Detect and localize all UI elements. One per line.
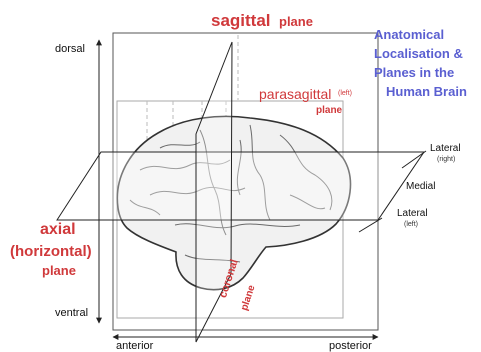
lateral-left-label: Lateral xyxy=(397,209,428,219)
lateral-left-sublabel: (left) xyxy=(404,221,418,228)
parasagittal-left-label: (left) xyxy=(338,90,352,97)
posterior-label: posterior xyxy=(329,341,372,352)
axial-plane xyxy=(57,152,424,220)
axial-label: axial xyxy=(40,222,76,238)
title-line-1: Anatomical xyxy=(374,25,467,44)
sagittal-plane-label: plane xyxy=(279,15,313,28)
lateral-right-label: Lateral xyxy=(430,144,461,154)
horizontal-label: (horizontal) xyxy=(10,244,92,259)
medial-label: Medial xyxy=(406,182,435,192)
parasagittal-plane-label: plane xyxy=(316,106,342,116)
sagittal-label: sagittal xyxy=(211,12,271,29)
title-line-3: Planes in the xyxy=(374,63,467,82)
title-line-4: Human Brain xyxy=(374,82,467,101)
lateral-right-sublabel: (right) xyxy=(437,156,455,163)
parasagittal-label: parasagittal xyxy=(259,87,331,101)
axial-plane-label: plane xyxy=(42,264,76,277)
dorsal-label: dorsal xyxy=(55,44,85,55)
anterior-label: anterior xyxy=(116,341,153,352)
ventral-label: ventral xyxy=(55,308,88,319)
title-line-2: Localisation & xyxy=(374,44,467,63)
diagram-title: Anatomical Localisation & Planes in the … xyxy=(374,25,467,101)
